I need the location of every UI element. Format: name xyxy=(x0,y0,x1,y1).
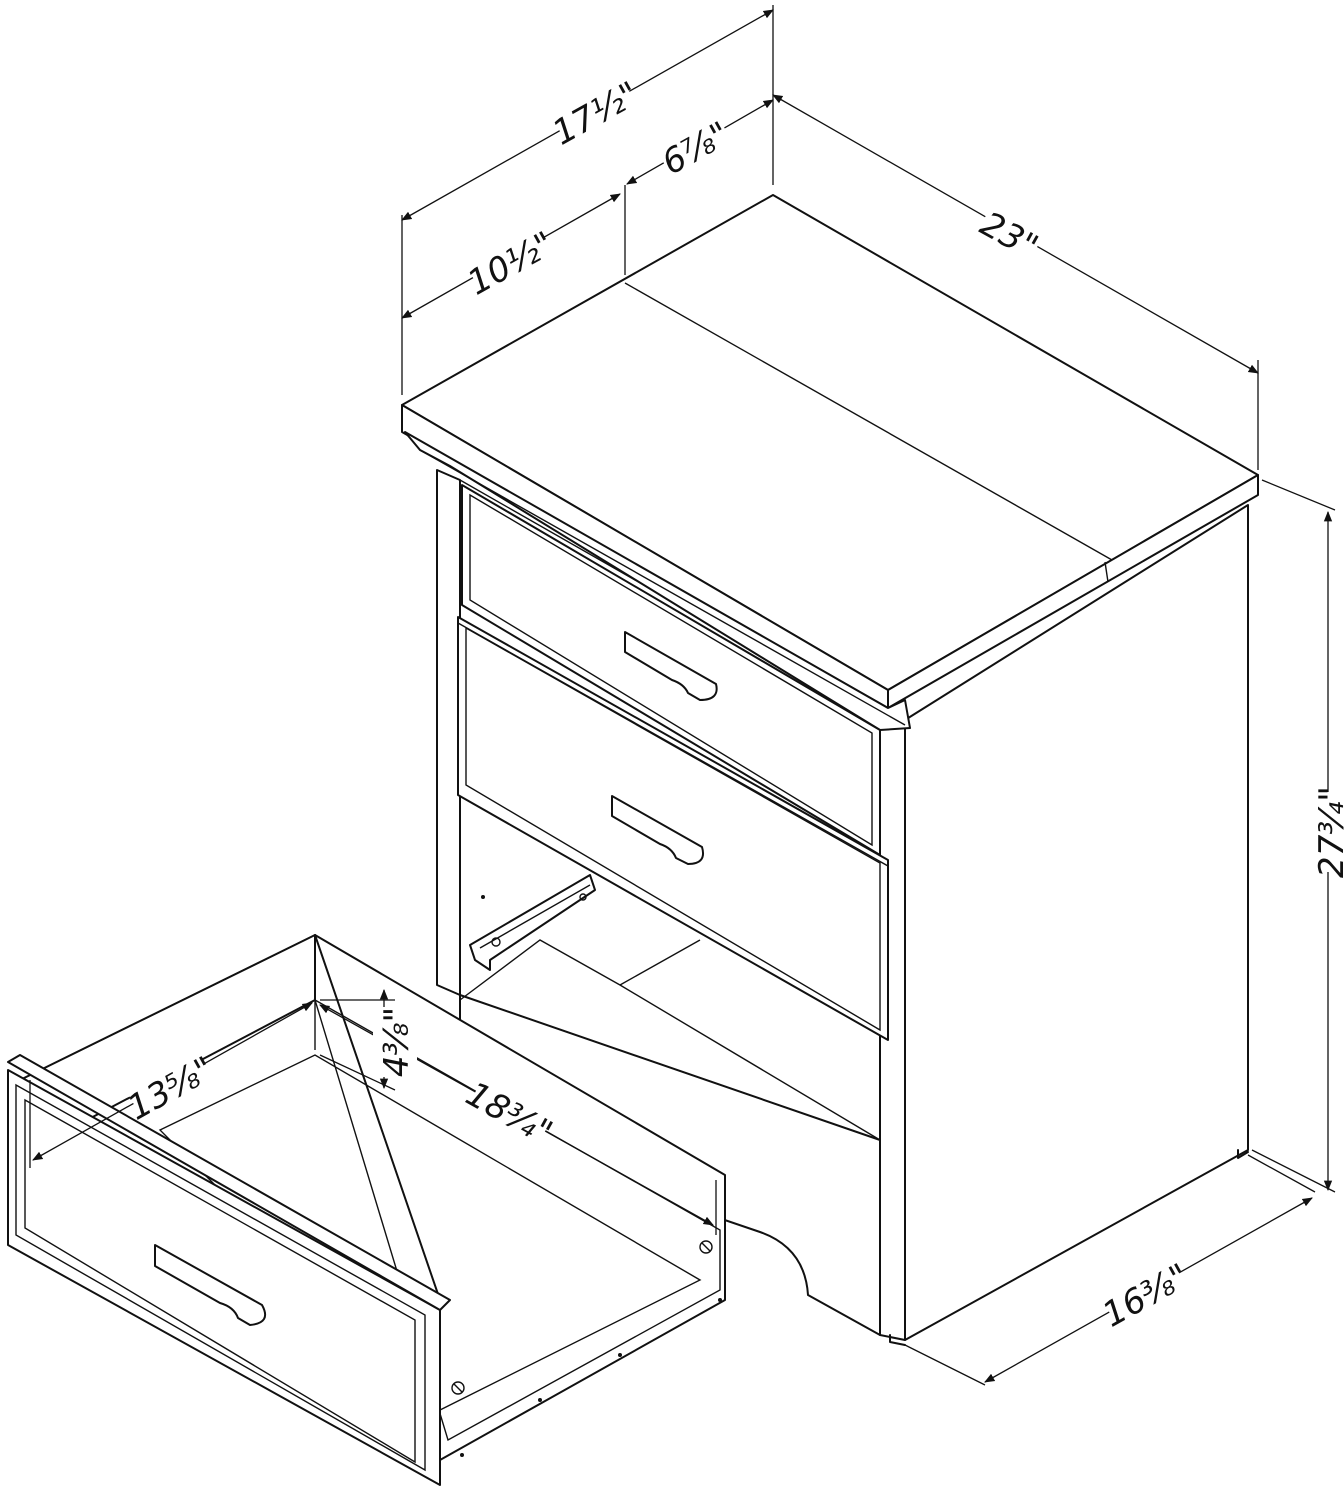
open-drawer xyxy=(7,933,726,1486)
nightstand-top xyxy=(401,194,1259,731)
open-drawer-handle xyxy=(154,1244,266,1326)
overall-width-label: 17½" xyxy=(546,74,646,154)
top-drawer-handle xyxy=(624,631,718,701)
drawer-slide xyxy=(469,874,596,971)
drawer-opening xyxy=(459,874,881,1141)
base-depth-label: 16⅜" xyxy=(1096,1256,1196,1336)
middle-drawer-handle xyxy=(611,795,704,865)
drawer-height-label: 4⅜" xyxy=(377,1007,417,1077)
middle-drawer xyxy=(457,616,889,1041)
depth-label: 23" xyxy=(974,204,1045,268)
height-label: 27¾" xyxy=(1312,786,1344,878)
left-top-width-label: 10½" xyxy=(461,224,561,304)
